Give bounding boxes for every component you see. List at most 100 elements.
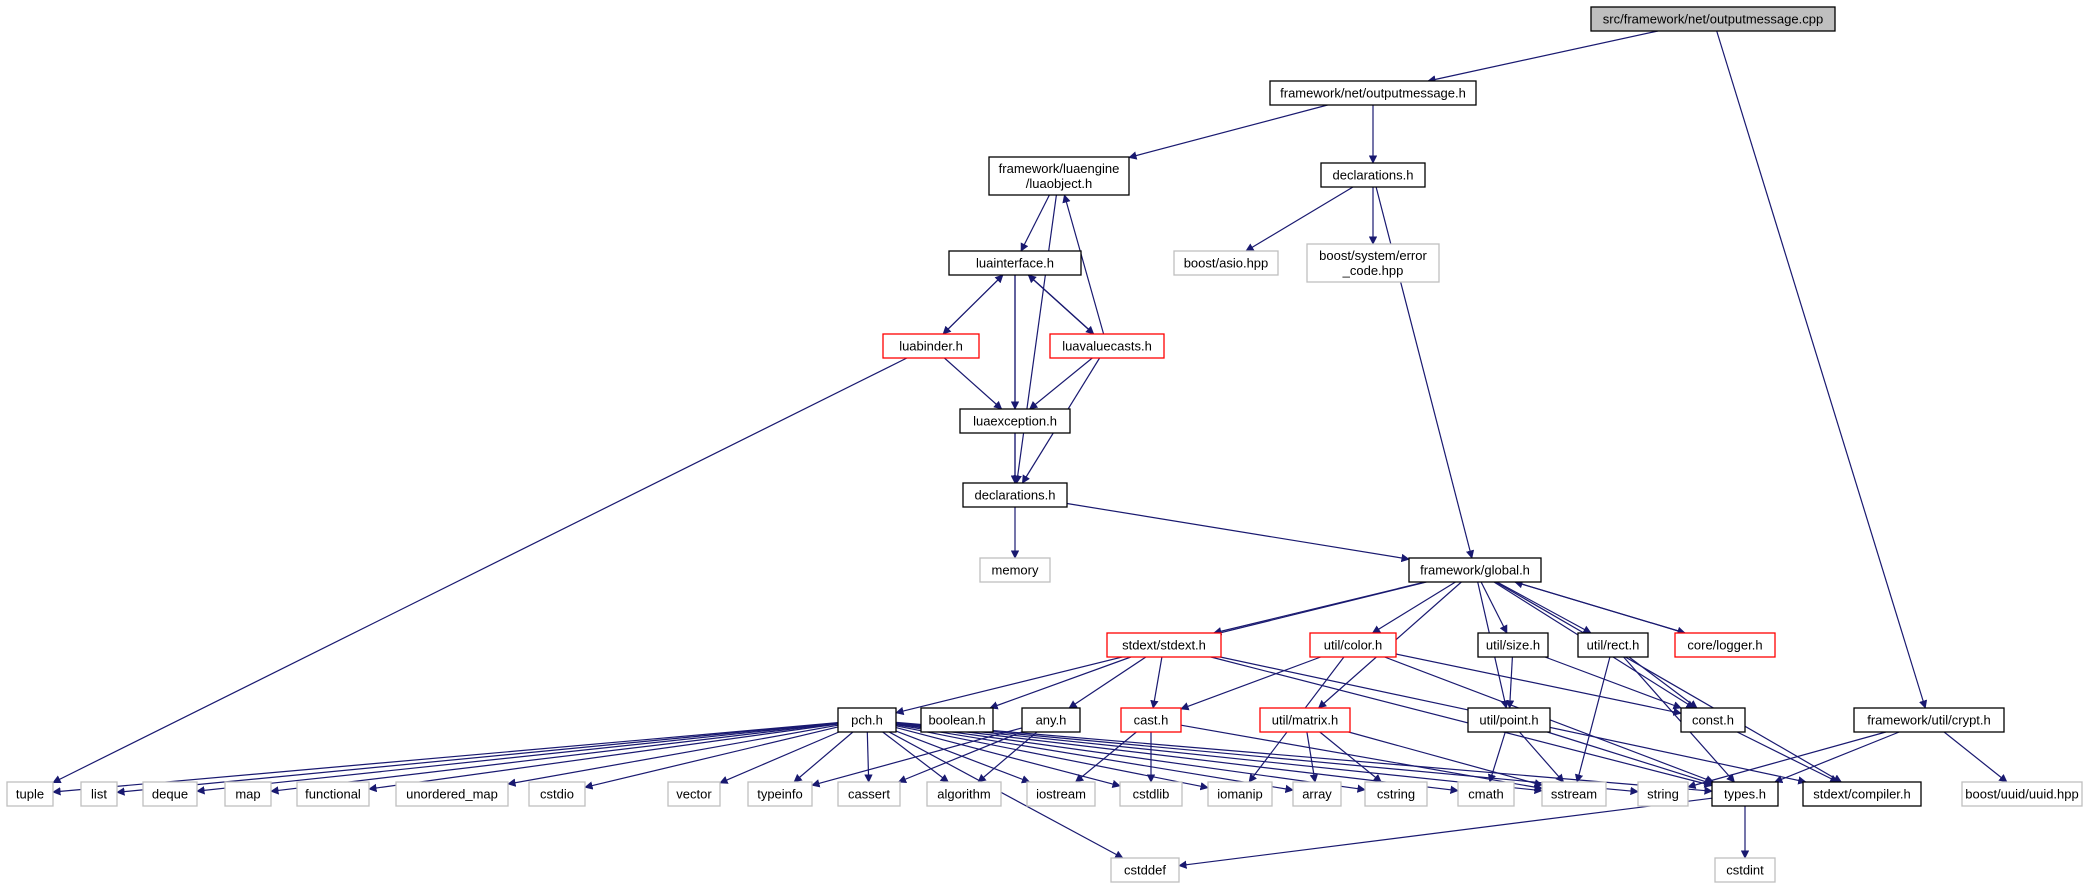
edge-pch_h-to-cmath (895, 722, 1459, 794)
edge-matrix_h-to-cstring (1319, 731, 1382, 783)
node-outputmessage-h[interactable]: framework/net/outputmessage.h (1269, 80, 1477, 106)
edge-any_h-to-typeinfo (811, 727, 1023, 788)
node-label: util/rect.h (1587, 638, 1640, 653)
edge-outputmessage_cpp-to-outputmessage_h (1427, 30, 1659, 84)
node-box (667, 781, 721, 807)
edge-pch_h-to-unordered_map (507, 724, 839, 787)
node-label: vector (676, 787, 712, 802)
node-color-h[interactable]: util/color.h (1309, 632, 1397, 658)
node-luavaluecasts-h[interactable]: luavaluecasts.h (1049, 333, 1165, 359)
node-declarations-h-net[interactable]: declarations.h (1320, 162, 1426, 188)
node-box (988, 156, 1130, 196)
node-box (1269, 80, 1477, 106)
node-box (1457, 781, 1515, 807)
edge-crypt_h-to-types_h (1774, 731, 1900, 784)
edge-declarations_h_net-to-boost_asio (1245, 186, 1354, 252)
node-label: cstdint (1726, 863, 1764, 878)
node-layer: src/framework/net/outputmessage.cpp frame… (6, 6, 2083, 883)
edge-global_h-to-compiler_h (1495, 581, 1843, 783)
edge-pch_h-to-iomanip (895, 725, 1209, 791)
node-label: _code.hpp (1342, 263, 1404, 278)
node-label: declarations.h (1333, 168, 1414, 183)
node-box (1207, 781, 1273, 807)
node-label: declarations.h (975, 488, 1056, 503)
node-box (979, 557, 1051, 583)
node-array: array (1292, 781, 1342, 807)
node-luabinder-h[interactable]: luabinder.h (882, 333, 980, 359)
edge-point_h-to-sstream (1519, 731, 1565, 783)
node-box (1853, 707, 2005, 733)
node-label: tuple (16, 787, 44, 802)
edge-color_h-to-cast_h (1180, 656, 1321, 711)
node-label: string (1647, 787, 1679, 802)
node-box (395, 781, 509, 807)
node-box (528, 781, 586, 807)
edge-pch_h-to-iostream (895, 730, 1031, 784)
edge-declarations_h_net-to-global_h (1375, 186, 1475, 559)
node-label: boolean.h (928, 713, 985, 728)
node-box (1173, 250, 1279, 276)
node-label: stdext/compiler.h (1813, 787, 1911, 802)
node-label: framework/luaengine (999, 161, 1120, 176)
node-cmath: cmath (1457, 781, 1515, 807)
edge-outputmessage_cpp-to-crypt_h (1716, 30, 1928, 709)
edge-pch_h-to-string (895, 722, 1639, 796)
node-label: src/framework/net/outputmessage.cpp (1603, 12, 1823, 27)
node-crypt-h[interactable]: framework/util/crypt.h (1853, 707, 2005, 733)
node-label: framework/util/crypt.h (1867, 713, 1991, 728)
node-declarations-h-lua[interactable]: declarations.h (962, 482, 1068, 508)
node-box (296, 781, 370, 807)
node-box (1714, 857, 1776, 883)
node-label: luabinder.h (899, 339, 963, 354)
node-label: util/matrix.h (1272, 713, 1338, 728)
node-cstdlib: cstdlib (1119, 781, 1183, 807)
node-boost-error-code: boost/system/error_code.hpp (1306, 243, 1440, 283)
node-label: any.h (1036, 713, 1067, 728)
edge-pch_h-to-tuple (52, 722, 839, 796)
node-luainterface-h[interactable]: luainterface.h (948, 250, 1082, 276)
node-label: util/size.h (1486, 638, 1540, 653)
node-label: core/logger.h (1687, 638, 1762, 653)
node-label: boost/asio.hpp (1184, 256, 1269, 271)
node-compiler-h[interactable]: stdext/compiler.h (1802, 781, 1922, 807)
node-any-h[interactable]: any.h (1021, 707, 1081, 733)
edge-pch_h-to-sstream (895, 722, 1543, 795)
node-label: unordered_map (406, 787, 498, 802)
node-label: types.h (1724, 787, 1766, 802)
node-matrix-h[interactable]: util/matrix.h (1259, 707, 1351, 733)
node-stdext-h[interactable]: stdext/stdext.h (1106, 632, 1222, 658)
node-global-h[interactable]: framework/global.h (1408, 557, 1542, 583)
node-label: cstdlib (1133, 787, 1170, 802)
node-typeinfo: typeinfo (747, 781, 813, 807)
node-logger-h[interactable]: core/logger.h (1674, 632, 1776, 658)
node-luaexception-h[interactable]: luaexception.h (959, 408, 1071, 434)
node-boolean-h[interactable]: boolean.h (920, 707, 994, 733)
node-box (6, 781, 54, 807)
node-cstdio: cstdio (528, 781, 586, 807)
node-pch-h[interactable]: pch.h (837, 707, 897, 733)
node-box (1320, 162, 1426, 188)
node-cast-h[interactable]: cast.h (1120, 707, 1182, 733)
node-label: luainterface.h (976, 256, 1054, 271)
node-luaobject-h[interactable]: framework/luaengine/luaobject.h (988, 156, 1130, 196)
node-label: iostream (1036, 787, 1086, 802)
node-label: sstream (1551, 787, 1597, 802)
edge-rect_h-to-const_h (1628, 656, 1698, 709)
node-iostream: iostream (1026, 781, 1096, 807)
node-types-h[interactable]: types.h (1711, 781, 1779, 807)
node-label: util/point.h (1479, 713, 1538, 728)
node-const-h[interactable]: const.h (1680, 707, 1746, 733)
node-outputmessage-cpp[interactable]: src/framework/net/outputmessage.cpp (1590, 6, 1836, 32)
node-label: framework/global.h (1420, 563, 1530, 578)
node-box (1292, 781, 1342, 807)
node-box (1674, 632, 1776, 658)
edge-point_h-to-cmath (1487, 731, 1506, 783)
node-box (837, 781, 901, 807)
node-size-h[interactable]: util/size.h (1477, 632, 1549, 658)
node-tuple: tuple (6, 781, 54, 807)
node-point-h[interactable]: util/point.h (1467, 707, 1551, 733)
node-box (882, 333, 980, 359)
node-box (920, 707, 994, 733)
node-rect-h[interactable]: util/rect.h (1577, 632, 1649, 658)
node-box (224, 781, 272, 807)
